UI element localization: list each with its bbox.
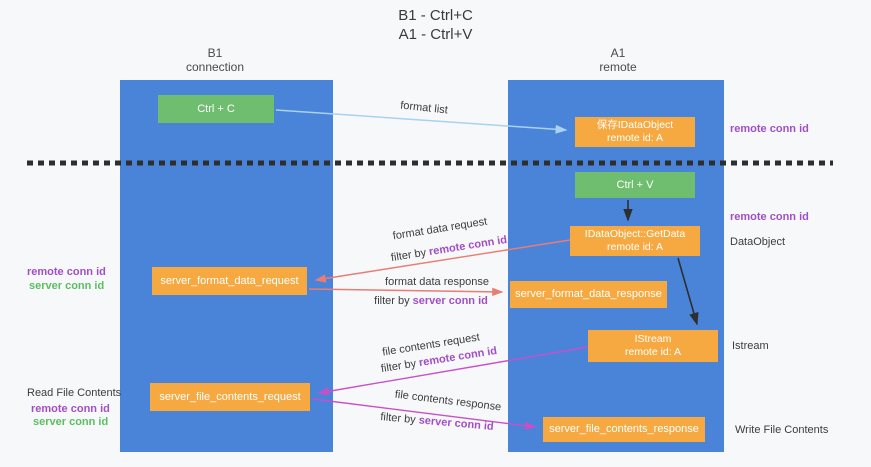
getdata-line1: IDataObject::GetData — [584, 228, 686, 240]
lane-a1-subtitle: remote — [599, 60, 637, 74]
server-conn-id-highlight: server conn id — [412, 295, 488, 307]
lane-header-a1: A1 remote — [558, 46, 678, 74]
lane-header-b1: B1 connection — [155, 46, 275, 74]
server-format-data-response-label: server_format_data_response — [515, 288, 662, 300]
save-dataobject-line2: remote id: A — [606, 132, 664, 144]
format-data-response-label: format data response — [385, 276, 489, 288]
server-conn-id-highlight: server conn id — [418, 414, 495, 433]
format-data-response-arrow — [308, 287, 504, 297]
write-file-contents-label: Write File Contents — [735, 424, 829, 436]
server-file-contents-request-box: server_file_contents_request — [150, 383, 310, 411]
ctrl-v-box: Ctrl + V — [575, 172, 695, 198]
istream-side-label: Istream — [732, 340, 769, 352]
remote-conn-id-label-left-2: remote conn id — [31, 403, 110, 415]
server-conn-id-label-left-1: server conn id — [29, 280, 105, 292]
lane-b1-title: B1 — [207, 46, 223, 60]
server-format-data-request-box: server_format_data_request — [152, 267, 307, 295]
ctrl-c-label: Ctrl + C — [197, 102, 235, 115]
getdata-box: IDataObject::GetData remote id: A — [570, 226, 700, 256]
dataobject-label: DataObject — [730, 236, 786, 248]
save-dataobject-box: 保存IDataObject remote id: A — [575, 117, 695, 147]
server-conn-id-label-left-2: server conn id — [33, 416, 109, 428]
server-file-contents-response-box: server_file_contents_response — [543, 417, 705, 442]
remote-conn-id-label-left-1: remote conn id — [27, 266, 106, 278]
istream-line1: IStream — [634, 333, 672, 345]
remote-conn-id-label-top-right: remote conn id — [730, 123, 809, 135]
lane-b1-subtitle: connection — [185, 60, 245, 74]
istream-line2: remote id: A — [624, 346, 682, 358]
save-dataobject-line1: 保存IDataObject — [596, 119, 674, 131]
server-format-data-request-label: server_format_data_request — [160, 274, 299, 287]
filter-by-text: filter by — [374, 295, 413, 307]
filter-by-server-conn-id-label-2: filter by server conn id — [380, 411, 494, 433]
diagram-title: B1 - Ctrl+C A1 - Ctrl+V — [0, 6, 871, 44]
read-file-contents-label: Read File Contents — [27, 387, 122, 399]
remote-conn-id-highlight: remote conn id — [428, 233, 508, 259]
filter-by-server-conn-id-label-1: filter by server conn id — [374, 295, 488, 307]
server-format-data-response-box: server_format_data_response — [510, 281, 667, 308]
format-list-label: format list — [399, 99, 449, 117]
file-contents-response-label: file contents response — [394, 388, 502, 414]
lane-a1-title: A1 — [610, 46, 626, 60]
getdata-line2: remote id: A — [606, 241, 664, 253]
server-file-contents-request-label: server_file_contents_request — [159, 390, 301, 403]
istream-box: IStream remote id: A — [588, 330, 718, 362]
ctrl-v-label: Ctrl + V — [616, 178, 654, 191]
remote-conn-id-label-mid-right: remote conn id — [730, 211, 809, 223]
filter-by-text: filter by — [379, 411, 420, 427]
diagram-title-line1: B1 - Ctrl+C — [398, 7, 473, 24]
filter-by-text: filter by — [380, 357, 421, 376]
ctrl-c-box: Ctrl + C — [158, 95, 274, 123]
filter-by-text: filter by — [390, 246, 431, 265]
server-file-contents-response-label: server_file_contents_response — [549, 423, 699, 435]
diagram-title-line2: A1 - Ctrl+V — [398, 26, 473, 43]
